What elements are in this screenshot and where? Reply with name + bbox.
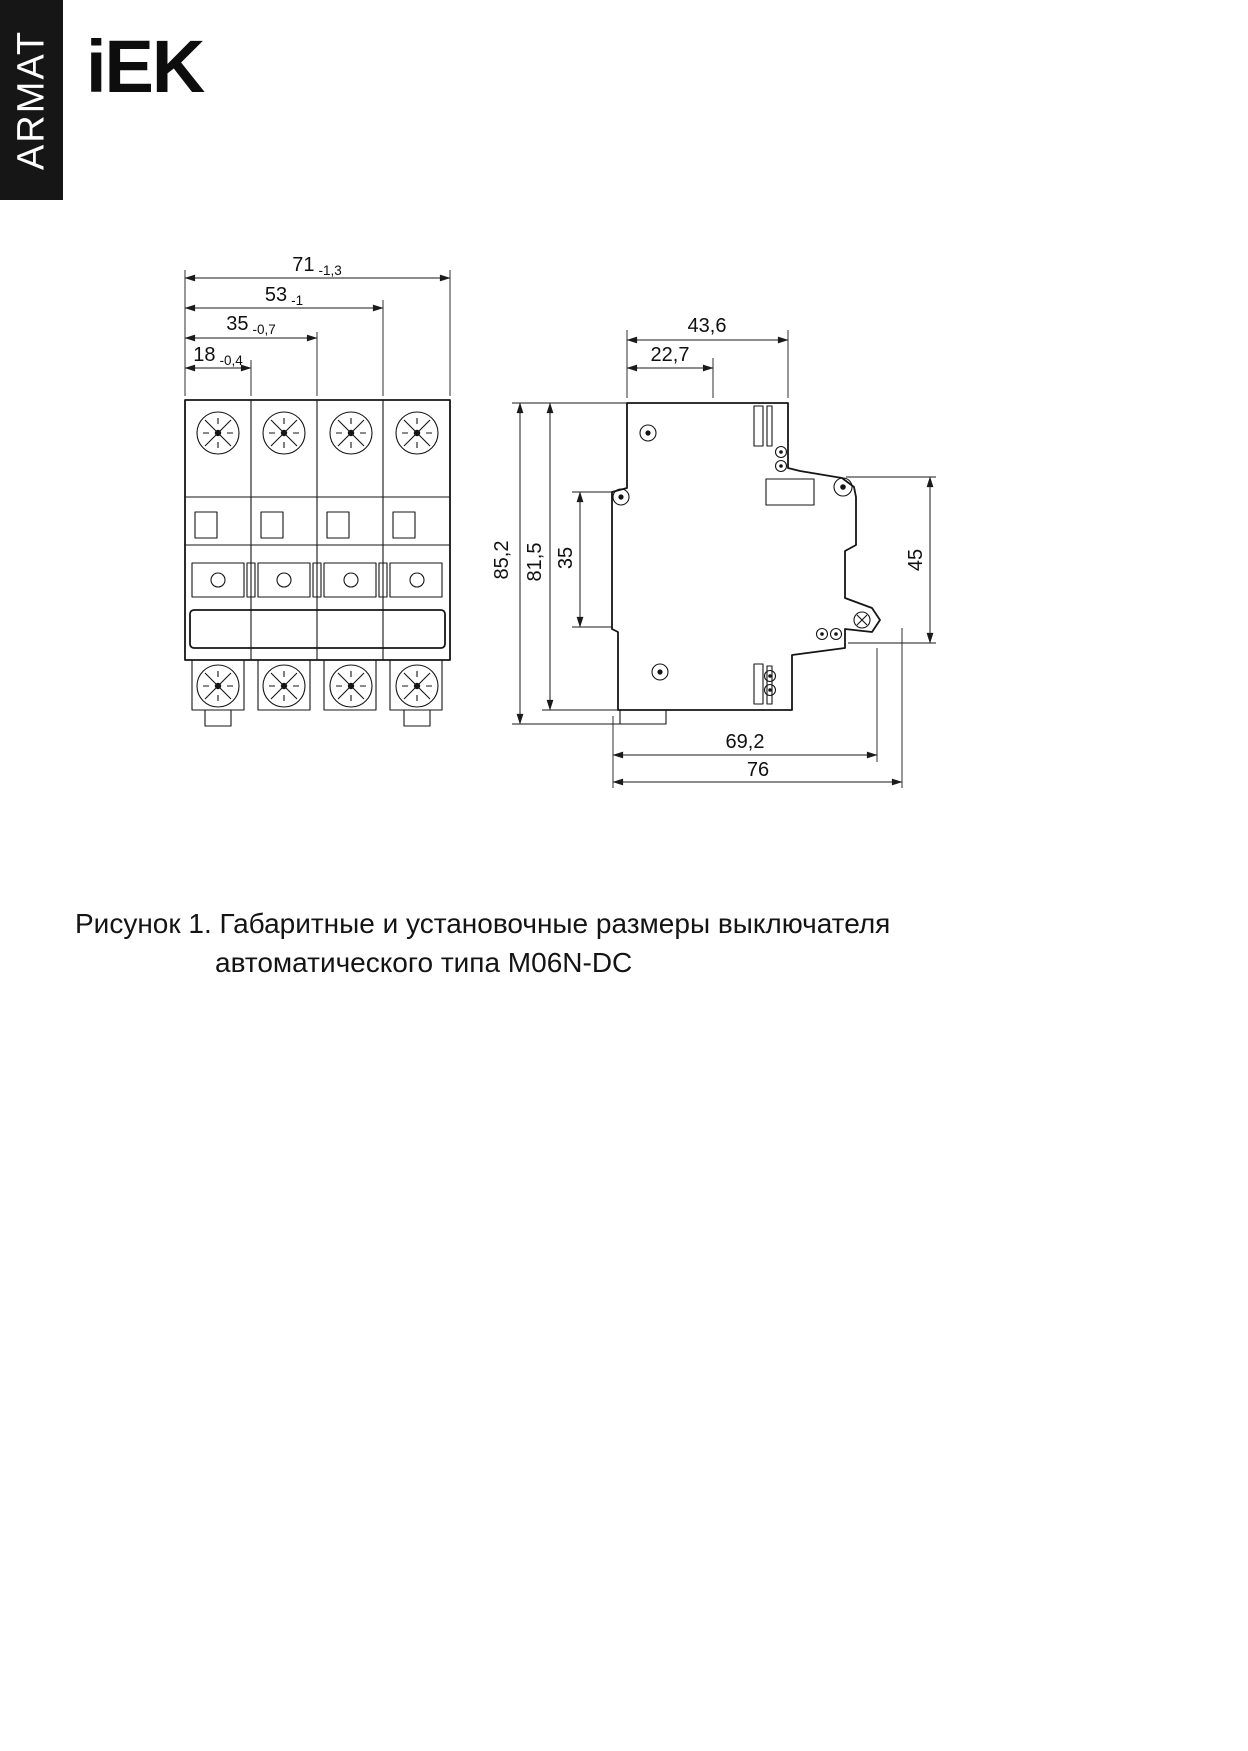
breaker-profile: [611, 402, 881, 711]
dim-depth-227: 22,7: [651, 344, 690, 366]
terminal-screw-center: [840, 484, 846, 490]
figure-caption: Рисунок 1. Габаритные и установочные раз…: [75, 905, 890, 982]
front-view-dimensions: 71-1,3 53-1 35-0,7 18-0,4: [184, 254, 451, 396]
dim-height-852: 85,2: [491, 541, 513, 580]
case-rivet: [651, 663, 669, 681]
dim-height-45: 45: [905, 549, 927, 571]
mount-feet: [204, 709, 431, 727]
rivet-pair: [774, 459, 788, 473]
front-view-drawing: 71-1,3 53-1 35-0,7 18-0,4: [184, 254, 451, 727]
label-window: [765, 478, 815, 506]
rivet-pair: [815, 627, 829, 641]
terminal-tabs: [194, 511, 416, 539]
side-view-drawing: 43,6 22,7 85,2 81,5 35 45: [491, 315, 936, 788]
handle-tie-bar: [189, 609, 446, 649]
dim-height-35: 35: [555, 547, 577, 569]
side-view-left-dimensions: 85,2 81,5 35: [491, 402, 627, 725]
bottom-terminal-screws: [196, 664, 439, 708]
dim-width-53: 53-1: [265, 284, 303, 308]
caption-line1: Рисунок 1. Габаритные и установочные раз…: [75, 908, 891, 939]
case-rivet: [639, 424, 657, 442]
din-clip-bars: [619, 405, 773, 725]
rivet-pair: [763, 683, 777, 697]
iek-logo: iEK: [86, 25, 205, 108]
terminal-screw-side: [833, 477, 853, 497]
dim-depth-692: 69,2: [726, 731, 765, 753]
din-latch-screw: [853, 611, 871, 629]
rivet-pair: [774, 445, 788, 459]
side-view-right-dimension: 45: [846, 476, 936, 644]
caption-line2: автоматического типа М06N-DC: [215, 946, 633, 978]
face-screw: [612, 488, 630, 506]
technical-drawing: 71-1,3 53-1 35-0,7 18-0,4: [184, 254, 936, 788]
dim-width-35: 35-0,7: [226, 313, 276, 337]
pole-dividers: [250, 400, 384, 660]
rivet-pair: [763, 669, 777, 683]
rivet-pair: [829, 627, 843, 641]
dim-height-815: 81,5: [524, 543, 546, 582]
armat-banner: ARMAT: [0, 0, 63, 200]
toggle-row: [191, 562, 443, 598]
dim-depth-436: 43,6: [688, 315, 727, 337]
dim-width-71: 71-1,3: [292, 254, 342, 278]
side-view-bottom-dimensions: 69,2 76: [612, 628, 903, 788]
dim-width-18: 18-0,4: [193, 344, 243, 368]
dim-depth-76: 76: [747, 759, 769, 781]
side-view-top-dimensions: 43,6 22,7: [626, 315, 789, 398]
